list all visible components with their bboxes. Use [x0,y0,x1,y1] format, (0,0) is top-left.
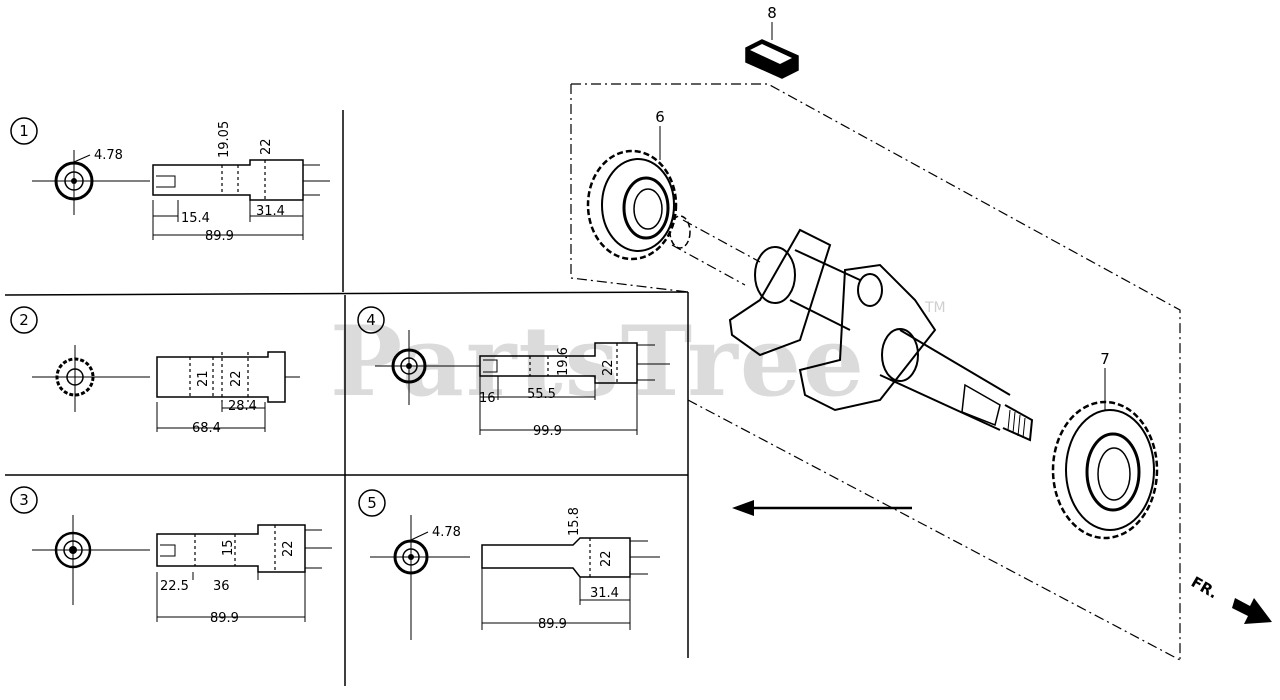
variant-5-dim-keyway: 4.78 [432,525,461,540]
crankshaft [669,215,1034,442]
timing-gear: 6 [586,108,678,261]
watermark-trademark: TM [924,300,946,316]
variant-1-dim-22: 22 [259,138,274,155]
variant-4-dim-99-9: 99.9 [533,424,562,439]
variant-5-badge [358,489,386,517]
variant-4-dim-16: 16 [479,391,496,406]
watermark: PartsTree [330,305,866,418]
variant-5-dim-22: 22 [599,550,614,567]
variant-5-dim-15-8: 15.8 [567,507,582,536]
front-indicator: FR. [1188,573,1272,624]
variant-2: 2 21 22 28.4 68.4 [10,306,300,436]
variant-4-badge [357,306,385,334]
variant-3-label: 3 [19,491,29,509]
variant-3: 3 15 22 22.5 36 89.9 [10,486,332,626]
variant-1-dim-15-4: 15.4 [181,211,210,226]
variant-1-dim-89-9: 89.9 [205,229,234,244]
variant-1-dim-31-4: 31.4 [256,204,285,219]
variant-2-label: 2 [19,311,29,329]
variant-5-dim-89-9: 89.9 [538,617,567,632]
assembly-outline [570,83,1181,661]
variant-2-badge [10,306,38,334]
front-label: FR. [1188,573,1221,602]
variant-5-label: 5 [367,494,377,512]
variant-1-badge [10,117,38,145]
direction-arrow [732,500,912,516]
variant-5: 5 4.78 15.8 22 31.4 89.9 [358,489,660,640]
variant-1-dim-keyway: 4.78 [94,148,123,163]
variant-3-dim-89-9: 89.9 [210,611,239,626]
variant-2-dim-28-4: 28.4 [228,399,257,414]
variant-4-dim-22: 22 [601,359,616,376]
variant-5-dim-31-4: 31.4 [590,586,619,601]
variant-3-dim-15: 15 [221,539,236,556]
variant-4-dim-55-5: 55.5 [527,387,556,402]
variant-1-dim-19-05: 19.05 [217,121,232,158]
callout-6: 6 [655,108,665,126]
variant-4-dim-19-6: 19.6 [556,347,571,376]
variant-1: 1 4.78 19.05 22 15.4 31.4 89.9 [10,117,330,244]
variant-3-dim-22-5: 22.5 [160,579,189,594]
front-arrow-icon [1232,598,1272,624]
woodruff-key: 8 [745,4,799,79]
variant-4: 4 19.6 22 16 55.5 99.9 [357,306,670,439]
variant-2-dim-68-4: 68.4 [192,421,221,436]
variant-3-dim-22: 22 [281,540,296,557]
variant-4-label: 4 [366,311,376,329]
callout-7: 7 [1100,350,1110,368]
variant-2-dim-21: 21 [196,370,211,387]
variant-3-dim-36: 36 [213,579,230,594]
callout-8: 8 [767,4,777,22]
variant-1-label: 1 [19,122,29,140]
crank-gear: 7 [1051,350,1159,540]
variant-2-dim-22: 22 [229,370,244,387]
panel-grid [4,110,689,686]
variant-3-badge [10,486,38,514]
